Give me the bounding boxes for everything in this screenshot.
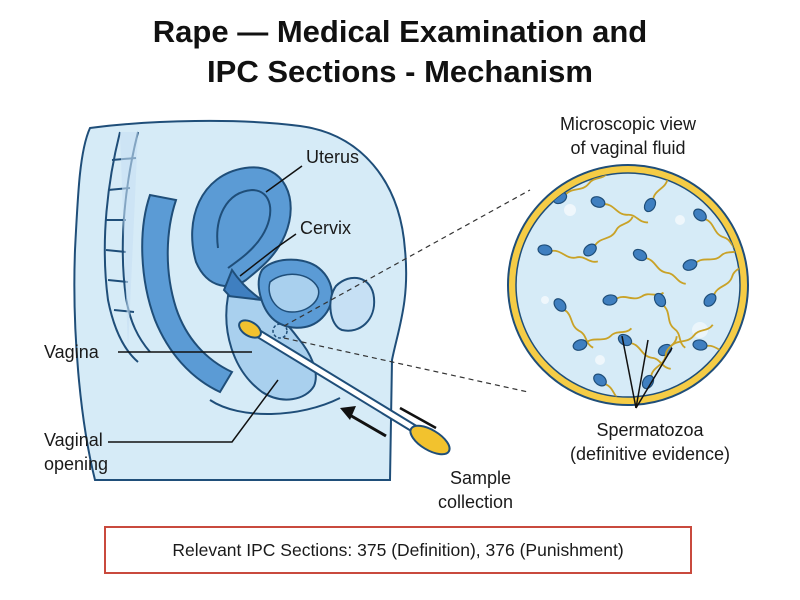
ipc-sections-text: Relevant IPC Sections: 375 (Definition),… xyxy=(172,539,624,560)
spermatozoon xyxy=(653,292,686,349)
title-line-1: Rape — Medical Examination and xyxy=(152,14,648,49)
spermatozoon xyxy=(632,248,686,285)
label-uterus: Uterus xyxy=(306,147,359,167)
sample-point xyxy=(272,323,288,339)
ipc-sections-box: Relevant IPC Sections: 375 (Definition),… xyxy=(104,526,692,574)
label-vaginal-opening-1: Vaginal xyxy=(44,430,103,450)
pubic-bone xyxy=(329,277,376,332)
spermatozoa-cluster xyxy=(537,173,740,397)
label-vagina: Vagina xyxy=(44,342,100,362)
zoom-line-bottom xyxy=(283,337,529,393)
zoom-line-top xyxy=(283,189,531,327)
label-spermatozoa-1: Spermatozoa xyxy=(596,420,704,440)
spine xyxy=(103,131,151,363)
microscope-title-2: of vaginal fluid xyxy=(570,138,685,158)
spermatozoon xyxy=(583,216,634,257)
spermatozoon xyxy=(590,196,649,224)
label-sample-collection-1: Sample xyxy=(450,468,511,488)
spermatozoon xyxy=(537,244,599,263)
label-cervix: Cervix xyxy=(300,218,351,238)
spermatozoon xyxy=(552,173,609,205)
microscope-view xyxy=(507,164,749,406)
spermatozoon xyxy=(703,259,740,307)
diagram-title: Rape — Medical Examination and IPC Secti… xyxy=(0,12,800,92)
spermatozoon xyxy=(593,373,641,397)
label-vaginal-opening-2: opening xyxy=(44,454,108,474)
label-spermatozoa-2: (definitive evidence) xyxy=(570,444,730,464)
label-sample-collection-2: collection xyxy=(438,492,513,512)
title-line-2: IPC Sections - Mechanism xyxy=(207,54,593,89)
microscope-title-1: Microscopic view xyxy=(560,114,697,134)
spermatozoon xyxy=(553,298,594,349)
spermatozoon xyxy=(641,336,678,390)
swab xyxy=(238,319,451,456)
rectum xyxy=(141,193,234,394)
insertion-arrow xyxy=(340,406,437,438)
spermatozoon xyxy=(572,327,633,351)
spermatozoa-pointers xyxy=(621,335,673,409)
